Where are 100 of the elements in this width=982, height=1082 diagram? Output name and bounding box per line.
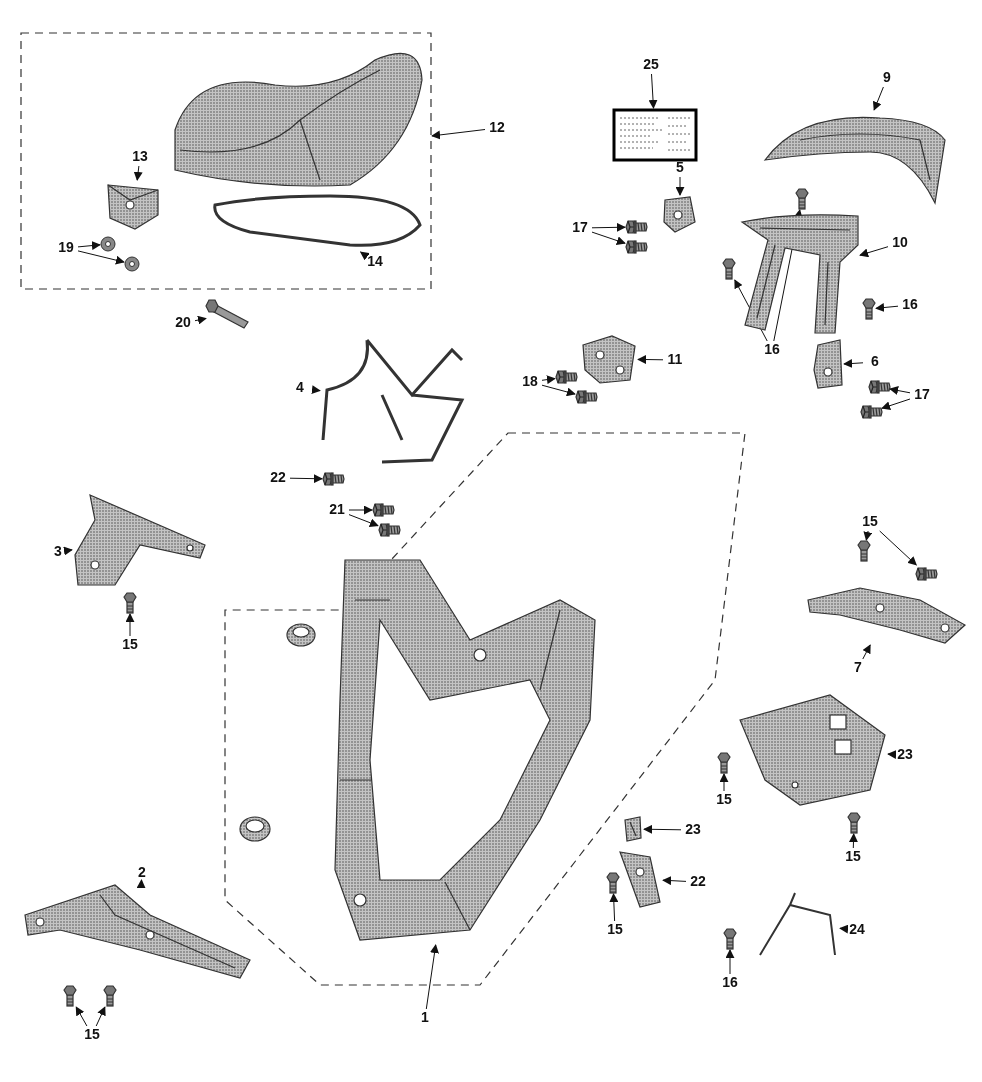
bolt-drawing <box>605 872 621 894</box>
leader-line <box>863 530 873 541</box>
leader-line <box>843 359 864 368</box>
callout-number: 9 <box>875 69 899 87</box>
bolt-drawing <box>555 370 577 384</box>
callout-number: 3 <box>46 543 70 561</box>
callout-number: 17 <box>568 219 592 237</box>
leader-line <box>431 129 486 140</box>
callout-number: 15 <box>80 1026 104 1044</box>
callout-number: 5 <box>668 159 692 177</box>
bolt-drawing <box>722 928 738 950</box>
leader-line <box>862 644 871 660</box>
bolt-drawing <box>860 405 882 419</box>
leader-line <box>591 222 626 232</box>
bolt-drawing <box>372 503 394 517</box>
label-plate-drawing <box>612 108 698 162</box>
bolt-drawing <box>855 540 873 562</box>
leader-line <box>719 773 729 792</box>
callout-number: 15 <box>603 921 627 939</box>
callout-number: 12 <box>485 119 509 137</box>
callout-number: 22 <box>266 469 290 487</box>
bolt-drawing <box>122 592 138 614</box>
leader-line <box>348 505 373 515</box>
leader-line <box>311 385 321 395</box>
leader-line <box>643 824 682 834</box>
callout-number: 23 <box>893 746 917 764</box>
leader-line <box>591 231 626 245</box>
callout-number: 25 <box>639 56 663 74</box>
callout-number: 17 <box>910 386 934 404</box>
leader-line <box>675 176 685 196</box>
callout-number: 15 <box>841 848 865 866</box>
leader-line <box>95 1006 106 1027</box>
bolt-drawing <box>102 985 118 1007</box>
bolt-drawing <box>322 472 344 486</box>
leader-line <box>609 893 619 922</box>
steering-bearing-drawing <box>285 622 317 648</box>
leader-line <box>77 241 101 251</box>
bolt-drawing <box>625 220 647 234</box>
leader-line <box>425 944 439 1010</box>
leader-line <box>848 833 858 849</box>
callout-number: 22 <box>686 873 710 891</box>
leader-line <box>63 546 73 556</box>
steering-bearing-drawing <box>238 815 272 843</box>
callout-number: 15 <box>712 791 736 809</box>
callout-number: 16 <box>760 341 784 359</box>
bolt-drawing <box>378 523 400 537</box>
callout-number: 13 <box>128 148 152 166</box>
callout-number: 10 <box>888 234 912 252</box>
leader-line <box>133 165 143 181</box>
leader-line <box>637 355 664 365</box>
leader-line <box>889 386 911 395</box>
callout-number: 20 <box>171 314 195 332</box>
callout-number: 15 <box>118 636 142 654</box>
bracket-drawing <box>662 195 698 235</box>
leader-line <box>881 398 911 410</box>
leader-line <box>887 750 897 759</box>
leader-line <box>136 879 146 889</box>
bolt-drawing <box>62 985 78 1007</box>
leader-line <box>839 924 849 934</box>
callout-number: 19 <box>54 239 78 257</box>
bolt-drawing <box>862 298 876 320</box>
leader-line <box>662 876 687 886</box>
bracket-drawing <box>622 815 644 843</box>
leader-line <box>879 530 917 566</box>
seat-lock-drawing <box>580 333 638 385</box>
leader-line <box>541 375 556 385</box>
callout-number: 16 <box>898 296 922 314</box>
bracket-drawing <box>812 340 844 390</box>
bolt-drawing <box>722 258 736 280</box>
nut-drawing <box>100 236 116 252</box>
nut-drawing <box>124 256 140 272</box>
callout-number: 11 <box>663 351 687 369</box>
leader-line <box>75 1006 88 1027</box>
leader-line <box>77 250 125 265</box>
callout-number: 18 <box>518 373 542 391</box>
callout-number: 24 <box>845 921 869 939</box>
leader-line <box>359 251 370 261</box>
leader-line <box>194 315 207 325</box>
bolt-drawing <box>575 390 597 404</box>
callout-number: 14 <box>363 253 387 271</box>
leader-line <box>541 384 576 397</box>
leader-line <box>875 303 899 312</box>
callout-number: 21 <box>325 501 349 519</box>
callout-number: 2 <box>130 864 154 882</box>
bolt-drawing <box>625 240 647 254</box>
leader-line <box>648 73 658 109</box>
bolt-drawing <box>716 752 732 774</box>
heat-shield-drawing <box>738 692 888 807</box>
callout-number: 1 <box>413 1009 437 1027</box>
callout-number: 6 <box>863 353 887 371</box>
callout-number: 23 <box>681 821 705 839</box>
bolt-drawing <box>846 812 862 834</box>
bolt-drawing <box>795 188 809 210</box>
leader-line <box>125 613 135 637</box>
dashed-group-box <box>20 32 432 290</box>
callout-number: 15 <box>858 513 882 531</box>
bracket-drawing <box>805 585 967 645</box>
callout-number: 4 <box>288 379 312 397</box>
leader-line <box>348 514 379 528</box>
callout-number: 16 <box>718 974 742 992</box>
